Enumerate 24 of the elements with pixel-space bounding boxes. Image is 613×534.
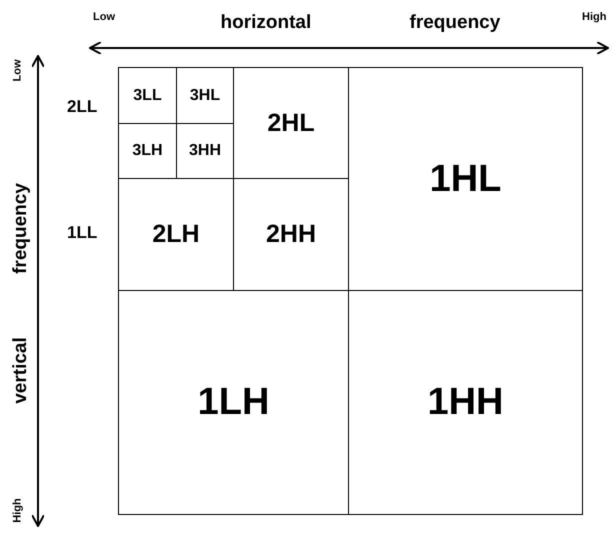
subband-label: 2HH <box>266 220 316 249</box>
subband-label: 3HL <box>190 86 220 104</box>
subband-cell <box>348 290 583 515</box>
axis-end-label: Low <box>93 12 115 22</box>
axis-title: frequency <box>10 182 30 274</box>
axis-title: vertical <box>10 336 30 404</box>
subband-label: 1HH <box>427 381 504 424</box>
subband-label: 3LL <box>133 86 162 104</box>
level-label: 1LL <box>67 224 98 240</box>
subband-cell <box>118 290 349 515</box>
subband-label: 3HH <box>188 142 221 160</box>
level-label: 2LL <box>67 98 98 114</box>
subband-label: 2LH <box>152 220 200 249</box>
axis-title: horizontal <box>220 12 312 32</box>
subband-cell <box>348 67 583 291</box>
axis-end-label: High <box>582 12 606 22</box>
subband-label: 2HL <box>267 108 315 138</box>
axis-title: frequency <box>410 12 500 32</box>
subband-cell <box>118 67 177 124</box>
subband-label: 3LH <box>132 142 163 160</box>
axis-end-label: High <box>12 498 24 522</box>
subband-label: 1HL <box>430 158 502 200</box>
subband-label: 1LH <box>198 381 270 424</box>
axis-end-label: Low <box>12 59 24 81</box>
